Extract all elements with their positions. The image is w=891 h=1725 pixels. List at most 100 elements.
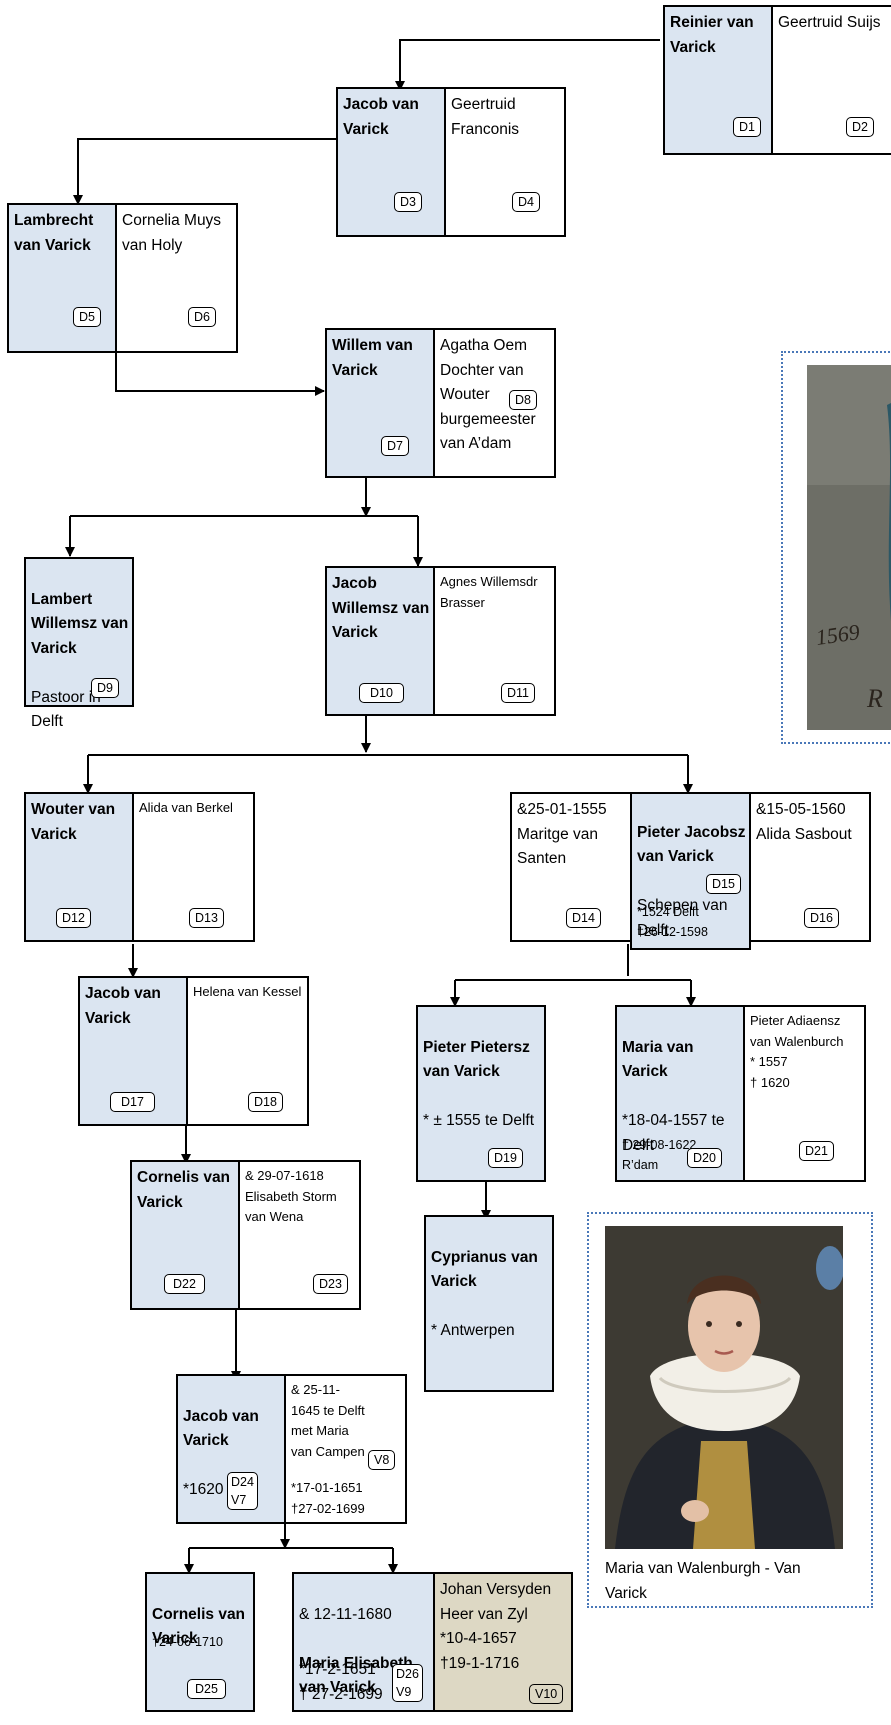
person-name: Maria Elisabeth van Varick: [299, 1654, 413, 1697]
person-box-geertruid-suijs: Geertruid Suijs D2: [771, 5, 891, 155]
person-name: Alida van Berkel: [139, 800, 233, 815]
person-box-pieter-jacobsz: Pieter Jacobsz van Varick Schepen van De…: [630, 792, 751, 950]
person-box-helena: Helena van Kessel D18: [186, 976, 309, 1126]
person-dates: †24-06-1710: [152, 1635, 223, 1649]
person-box-cornelis-1: Cornelis van Varick D22: [130, 1160, 240, 1310]
person-code: D1: [733, 117, 761, 137]
person-code: V10: [529, 1684, 564, 1704]
person-name: Cornelia Muys van Holy: [122, 212, 222, 254]
svg-text:R: R: [866, 684, 883, 713]
person-dates: *17-01-1651 †27-02-1699: [291, 1480, 365, 1516]
person-name: & 29-07-1618 Elisabeth Storm van Wena: [245, 1168, 337, 1224]
portrait-frame-maria: Maria van Walenburgh - Van Varick: [587, 1212, 873, 1608]
person-box-maria-elisabeth: & 12-11-1680 Maria Elisabeth van Varick …: [292, 1572, 435, 1712]
person-name: Jacob van Varick: [85, 985, 161, 1027]
person-box-jacob-3: Jacob van Varick *1620 D24 V7: [176, 1374, 286, 1524]
person-box-maria: Maria van Varick *18-04-1557 te Delft † …: [615, 1005, 745, 1182]
person-detail: * Antwerpen: [431, 1322, 515, 1339]
person-code: D4: [512, 192, 540, 212]
person-detail: *18-04-1557 te Delft: [622, 1112, 725, 1154]
portrait-image-top: 1569 R: [807, 365, 891, 730]
person-text: Pieter Jacobsz van Varick Schepen van De…: [637, 796, 746, 968]
person-name: Pieter Pietersz van Varick: [423, 1038, 530, 1081]
person-box-johan: Johan Versyden Heer van Zyl *10-4-1657 †…: [433, 1572, 573, 1712]
person-box-geertruid-franconis: Geertruid Franconis D4: [444, 87, 566, 237]
person-dates: *1524 Delft †26-12-1598: [637, 905, 708, 939]
person-code: D9: [91, 678, 119, 698]
person-code: D23: [313, 1274, 348, 1294]
person-box-alida-sasbout: &15-05-1560 Alida Sasbout D16: [749, 792, 871, 942]
person-box-cyprianus: Cyprianus van Varick * Antwerpen: [424, 1215, 554, 1392]
person-code: D17: [110, 1092, 155, 1112]
person-text: Lambert Willemsz van Varick Pastoor in D…: [31, 563, 129, 759]
person-code: D8: [509, 390, 537, 410]
person-text: Cyprianus van Varick * Antwerpen: [431, 1221, 549, 1368]
person-code: D5: [73, 307, 101, 327]
person-code: D22: [164, 1274, 205, 1294]
person-code: D2: [846, 117, 874, 137]
person-code: D6: [188, 307, 216, 327]
person-code: D26 V9: [392, 1664, 423, 1702]
person-name: Cornelis van Varick: [137, 1169, 231, 1211]
person-code: D7: [381, 436, 409, 456]
person-box-cornelia: Cornelia Muys van Holy D6: [115, 203, 238, 353]
person-code: D24 V7: [227, 1472, 258, 1510]
person-box-lambert: Lambert Willemsz van Varick Pastoor in D…: [24, 557, 134, 730]
person-name: Geertruid Suijs: [778, 14, 881, 31]
person-name: Johan Versyden Heer van Zyl *10-4-1657 †…: [440, 1581, 552, 1672]
person-name: &25-01-1555 Maritge van Santen: [517, 801, 607, 867]
person-name: Agatha Oem Dochter van Wouter burgemeest…: [440, 337, 536, 452]
portrait-frame-top: 1569 R: [781, 351, 891, 744]
person-detail: Schepen van Delft: [637, 897, 728, 939]
person-code: D3: [394, 192, 422, 212]
person-name: Pieter Jacobsz van Varick: [637, 823, 746, 866]
person-dates: † 29-08-1622 R’dam: [622, 1138, 697, 1172]
person-name: Reinier van Varick: [670, 14, 754, 56]
person-box-cornelis-2: Cornelis van Varick †24-06-1710 D25: [145, 1572, 255, 1712]
person-code: D13: [189, 908, 224, 928]
person-detail: * ± 1555 te Delft: [423, 1112, 535, 1129]
person-code: D16: [804, 908, 839, 928]
person-name: Maria van Varick: [622, 1038, 694, 1081]
person-code: D10: [359, 683, 404, 703]
person-box-willem: Willem van Varick D7: [325, 328, 435, 478]
person-text: Pieter Pietersz van Varick * ± 1555 te D…: [423, 1011, 541, 1158]
person-dates: *17-2-1651 † 27-2-1699: [299, 1661, 383, 1703]
person-name: Pieter Adiaensz van Walenburch * 1557 † …: [750, 1013, 844, 1090]
person-code: D20: [687, 1148, 722, 1168]
person-box-alida-berkel: Alida van Berkel D13: [132, 792, 255, 942]
person-name: Jacob van Varick: [183, 1407, 259, 1450]
person-box-jacob-willemsz: Jacob Willemsz van Varick D10: [325, 566, 435, 716]
person-box-lambrecht: Lambrecht van Varick D5: [7, 203, 117, 353]
person-name: Jacob Willemsz van Varick: [332, 575, 430, 641]
person-detail: *1620: [183, 1481, 224, 1498]
portrait-image-maria: [605, 1226, 843, 1549]
person-name: Cyprianus van Varick: [431, 1248, 538, 1291]
person-name: &15-05-1560 Alida Sasbout: [756, 801, 852, 843]
person-box-wouter: Wouter van Varick D12: [24, 792, 134, 942]
person-text: Cornelis van Varick: [152, 1578, 250, 1676]
person-name: Lambrecht van Varick: [14, 212, 94, 254]
person-code: D19: [488, 1148, 523, 1168]
person-name: Lambert Willemsz van Varick: [31, 590, 129, 657]
person-name: Geertruid Franconis: [451, 96, 520, 138]
person-name: & 25-11-1645 te Delft met Maria van Camp…: [291, 1382, 365, 1459]
person-box-agatha: Agatha Oem Dochter van Wouter burgemeest…: [433, 328, 556, 478]
person-code: D21: [799, 1141, 834, 1161]
person-box-maria-campen: & 25-11-1645 te Delft met Maria van Camp…: [284, 1374, 407, 1524]
svg-text:1569: 1569: [814, 619, 861, 650]
person-text: Maria van Varick *18-04-1557 te Delft: [622, 1011, 740, 1183]
person-code: D25: [187, 1679, 226, 1699]
person-name: Jacob van Varick: [343, 96, 419, 138]
person-code: D14: [566, 908, 601, 928]
person-box-jacob-2: Jacob van Varick D17: [78, 976, 188, 1126]
person-name: Willem van Varick: [332, 337, 413, 379]
person-box-elisabeth: & 29-07-1618 Elisabeth Storm van Wena D2…: [238, 1160, 361, 1310]
person-text: Jacob van Varick *1620: [183, 1380, 281, 1527]
person-code: D18: [248, 1092, 283, 1112]
person-text: & 12-11-1680 Maria Elisabeth van Varick: [299, 1578, 430, 1725]
marriage-date: & 12-11-1680: [299, 1605, 392, 1623]
person-code: D12: [56, 908, 91, 928]
person-box-pieter-pietersz: Pieter Pietersz van Varick * ± 1555 te D…: [416, 1005, 546, 1182]
